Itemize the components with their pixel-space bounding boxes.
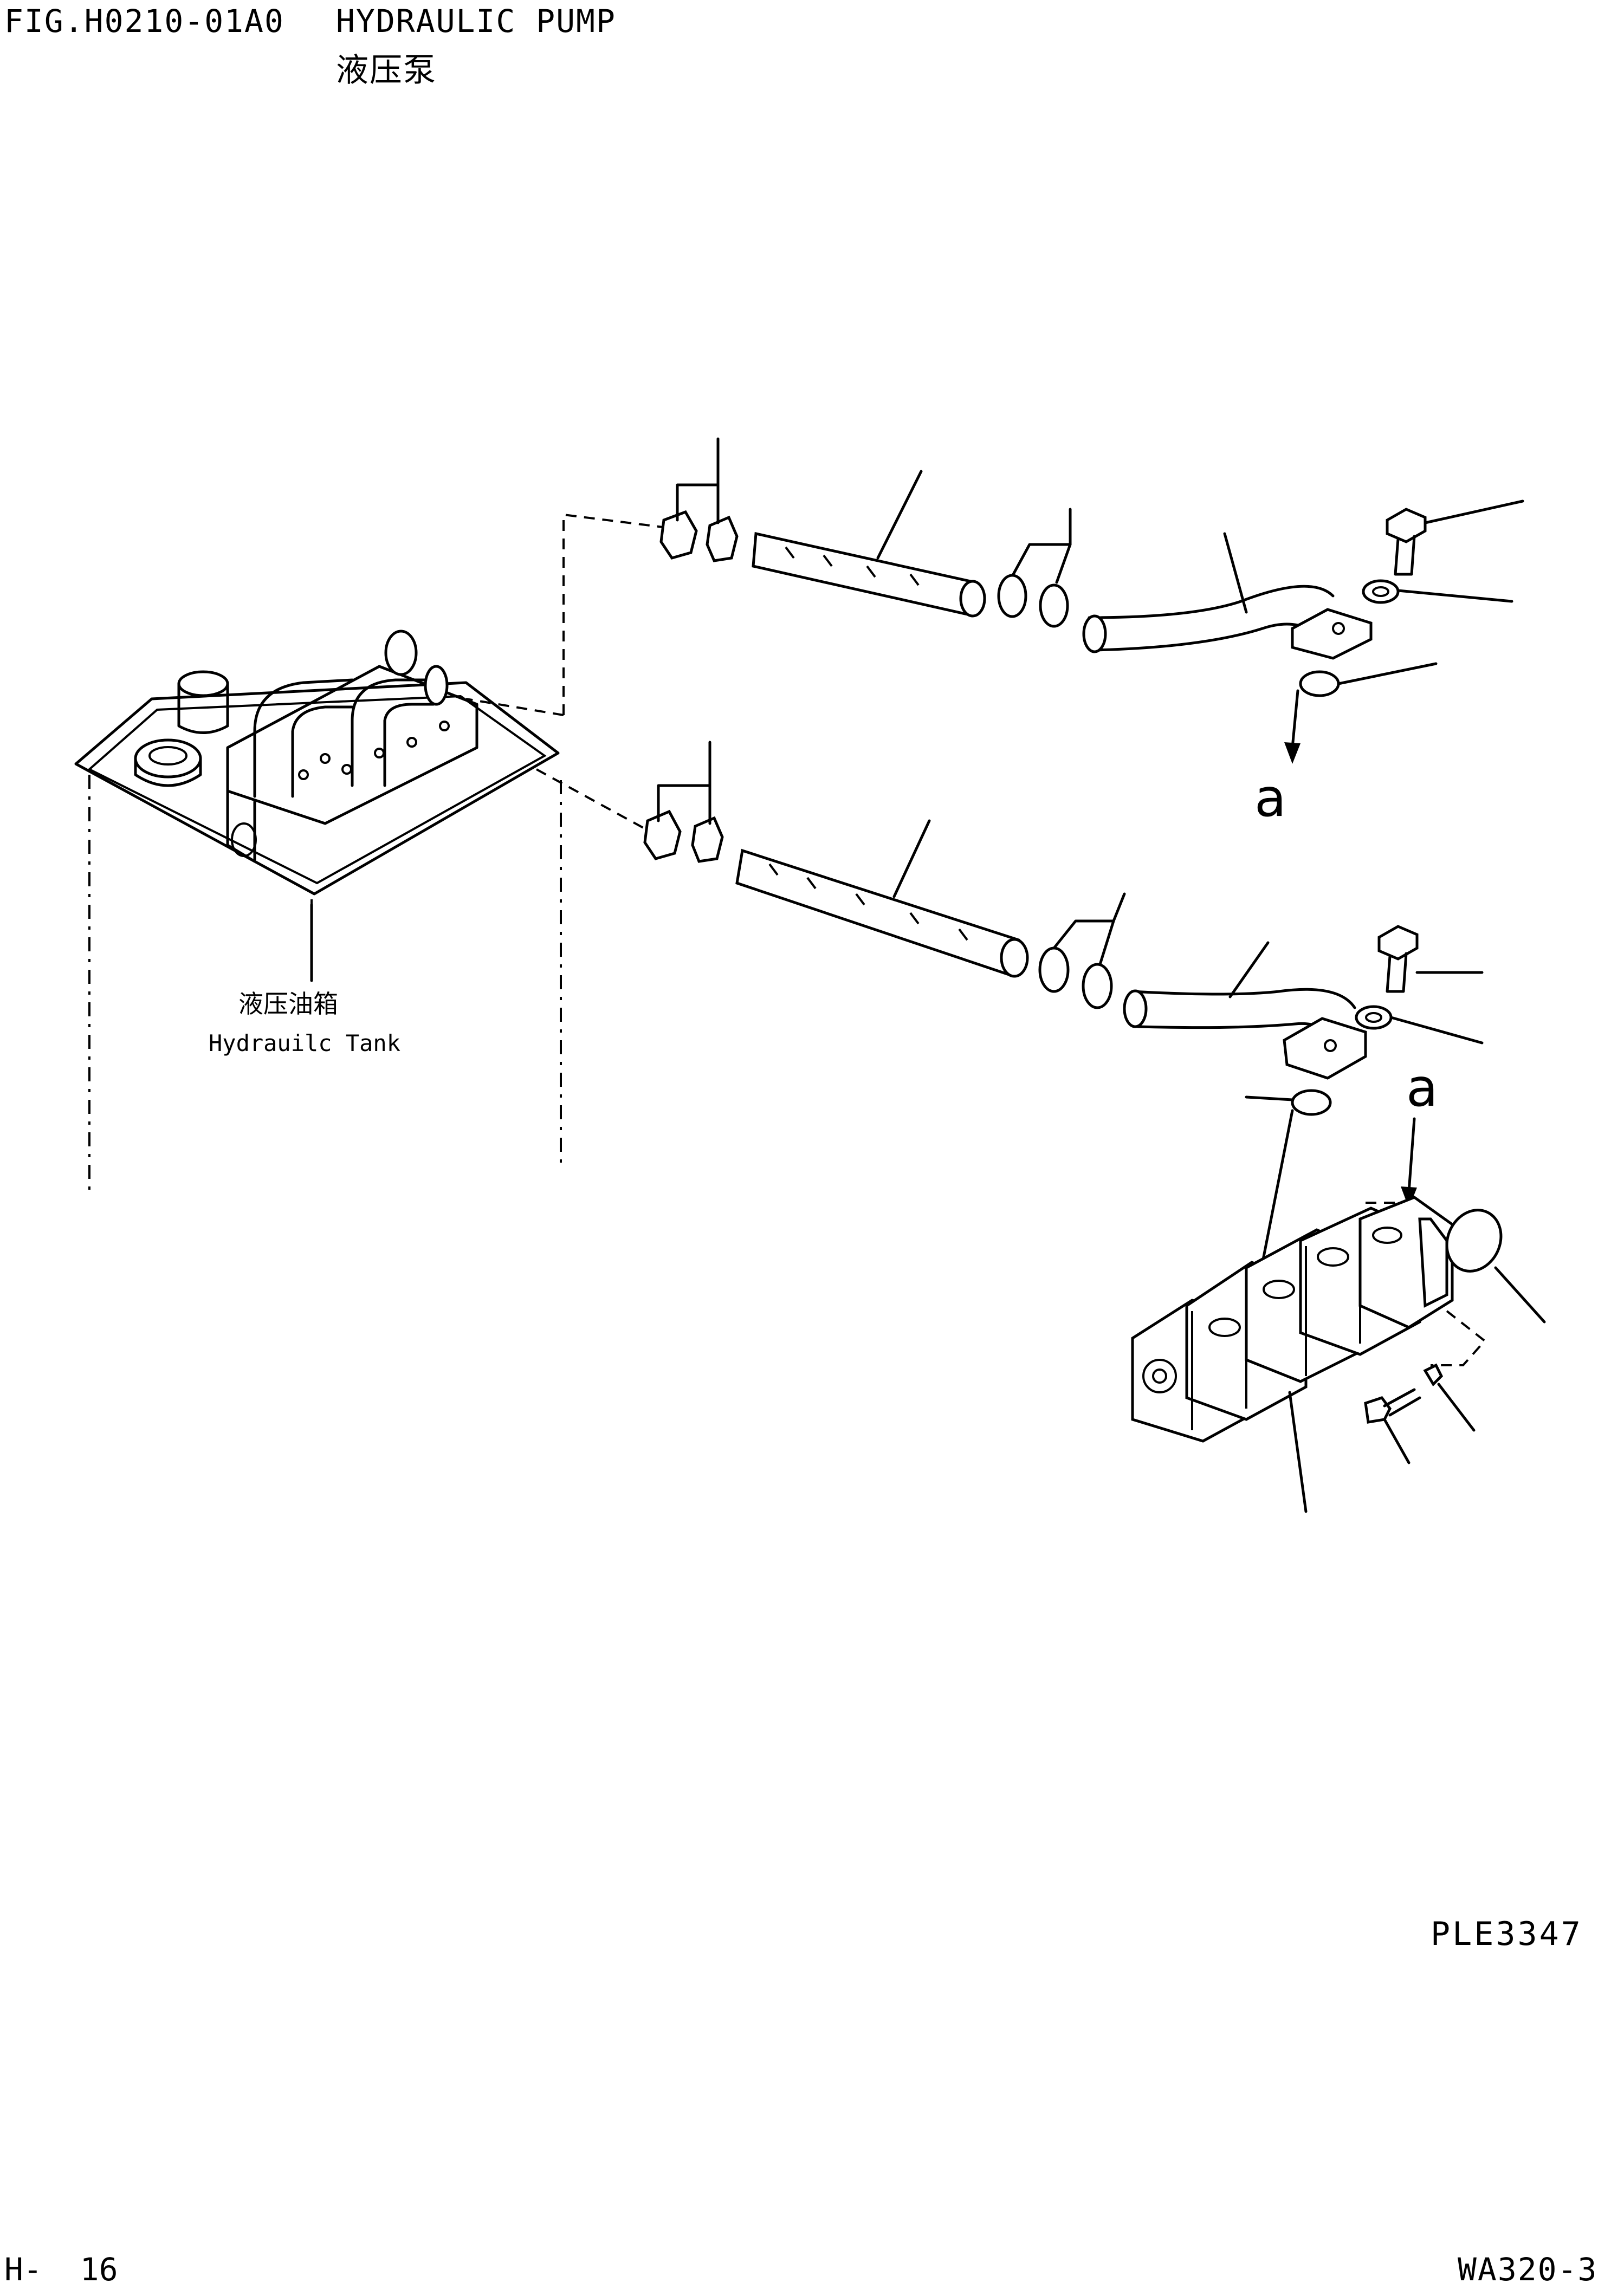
tank-label-cn: 液压油箱 bbox=[238, 989, 338, 1019]
drawing-number: PLE3347 bbox=[1431, 1915, 1583, 1953]
page-number: H- 16 bbox=[4, 2251, 118, 2288]
lower-hose-group bbox=[643, 741, 1484, 1264]
figure-title-cn: 液压泵 bbox=[336, 51, 437, 89]
tank-label-en: Hydrauilc Tank bbox=[209, 1030, 401, 1056]
view-ref-a-lower: a bbox=[1406, 1058, 1438, 1118]
upper-hose-group bbox=[659, 437, 1524, 764]
figure-code: FIG.H0210-01A0 bbox=[4, 3, 284, 40]
view-ref-a-upper: a bbox=[1254, 768, 1286, 828]
hydraulic-tank-drawing bbox=[74, 630, 562, 1192]
pump-assembly-drawing bbox=[1131, 1196, 1546, 1513]
model-code: WA320-3 bbox=[1458, 2251, 1598, 2288]
figure-title-en: HYDRAULIC PUMP bbox=[336, 3, 616, 40]
